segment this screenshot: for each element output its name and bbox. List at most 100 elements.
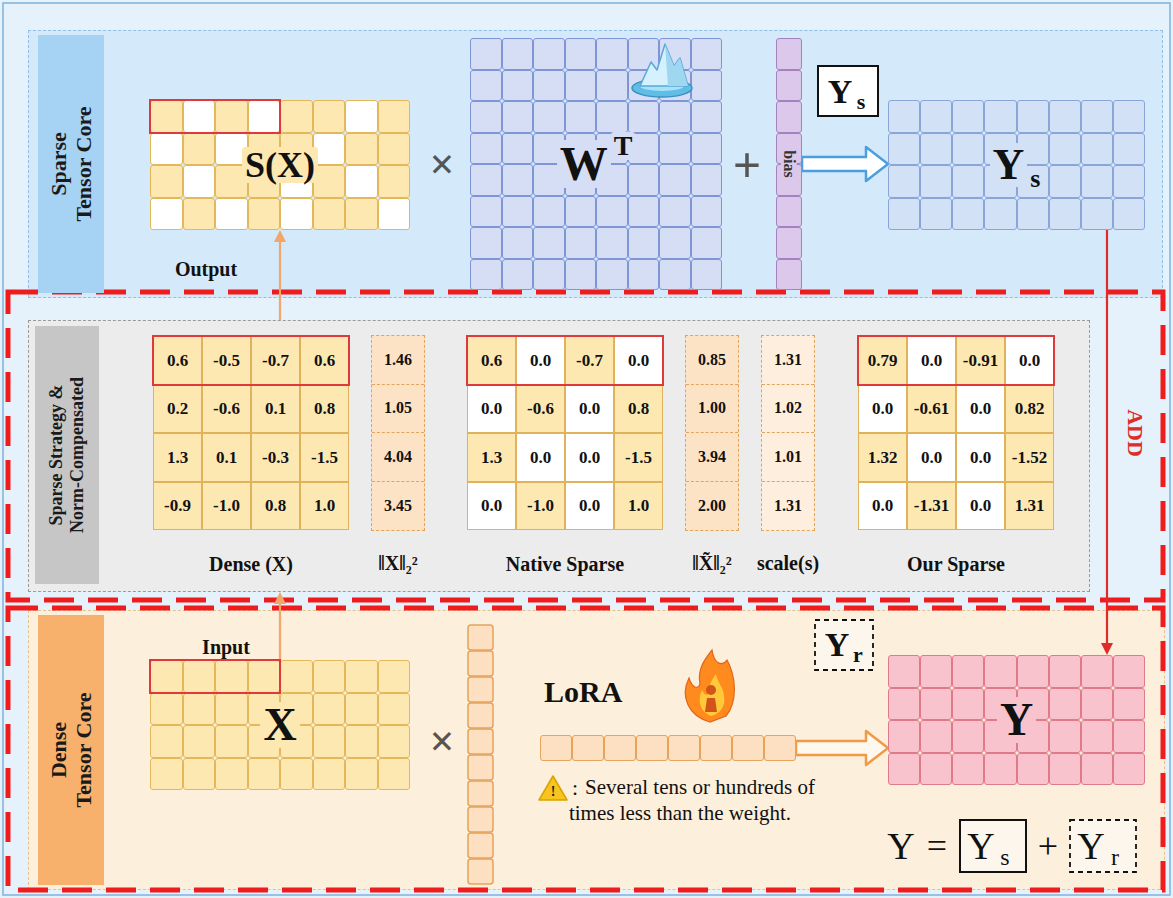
- matrix-cell: 0.6: [467, 336, 516, 385]
- matrix-cell: [1049, 165, 1081, 198]
- norm-value: 3.94: [686, 433, 738, 482]
- matrix-cell: [776, 196, 802, 228]
- matrix-cell: [596, 70, 628, 102]
- matrix-cell: [691, 38, 723, 70]
- matrix-cell: [183, 693, 216, 726]
- matrix-cell: [776, 259, 802, 291]
- dashed-symbol-box: [815, 620, 873, 670]
- matrix-cell: [776, 227, 802, 259]
- matrix-cell: [502, 70, 534, 102]
- node-label: X: [260, 702, 299, 748]
- matrix-cell: -1.52: [1005, 433, 1054, 482]
- norm-value: 4.04: [372, 433, 424, 482]
- matrix-cell: [378, 198, 411, 231]
- matrix-cell: [776, 101, 802, 133]
- matrix-cell: [565, 259, 597, 291]
- matrix-cell: [248, 198, 281, 231]
- matrix-cell: [470, 164, 502, 196]
- norm-value: 1.46: [372, 336, 424, 385]
- matrix-cell: [183, 198, 216, 231]
- matrix-cell: [952, 753, 984, 786]
- matrix-cell: 1.31: [1005, 482, 1054, 531]
- node-label: S(X): [242, 147, 318, 183]
- matrix-cell: [183, 165, 216, 198]
- matrix-cell: -0.7: [251, 336, 300, 385]
- bias-vector: bias: [776, 38, 802, 290]
- formula-symbol: Y: [1076, 824, 1106, 868]
- matrix-cell: -0.5: [202, 336, 251, 385]
- matrix-cell: [215, 100, 248, 133]
- matrix-cell: [1049, 198, 1081, 231]
- matrix-cell: [732, 735, 764, 761]
- matrix-cell: -1.5: [614, 433, 663, 482]
- matrix-cell: -1.0: [516, 482, 565, 531]
- edge-label: Output: [160, 256, 252, 282]
- connector-line: [279, 603, 281, 660]
- table-caption: Dense (X): [148, 548, 354, 580]
- matrix-cell: [1113, 100, 1145, 133]
- matrix-cell: [280, 198, 313, 231]
- matrix-cell: [1113, 688, 1145, 721]
- node-label: Y: [990, 143, 1028, 187]
- matrix-cell: [150, 693, 183, 726]
- matrix-cell: [345, 165, 378, 198]
- matrix-cell: [984, 100, 1016, 133]
- matrix-cell: -0.91: [956, 336, 1005, 385]
- matrix-cell: [183, 758, 216, 791]
- lora-up-vector: LoRA: [540, 735, 796, 761]
- connector-line: [1106, 230, 1108, 644]
- matrix-cell: 0.82: [1005, 385, 1054, 434]
- arrow-head: [274, 592, 286, 604]
- matrix-cell: [470, 101, 502, 133]
- matrix-cell: [345, 693, 378, 726]
- matrix-cell: 0.1: [202, 433, 251, 482]
- side-label: Dense Tensor Core: [46, 689, 97, 811]
- matrix-cell: [150, 100, 183, 133]
- matrix-cell: [183, 725, 216, 758]
- matrix-cell: [502, 38, 534, 70]
- norm-value: 2.00: [686, 482, 738, 531]
- red-dashed-region: [8, 608, 1163, 890]
- matrix-cell: [691, 227, 723, 259]
- matrix-cell: [888, 753, 920, 786]
- matrix-cell: -0.6: [516, 385, 565, 434]
- side-tab: Sparse Strategy & Norm-Compensated: [35, 326, 99, 584]
- matrix-cell: [470, 133, 502, 165]
- matrix-cell: 0.0: [516, 433, 565, 482]
- arrow-head: [274, 230, 286, 242]
- matrix-box: Ys: [888, 100, 1145, 230]
- matrix-cell: 0.0: [467, 482, 516, 531]
- matrix-cell: [502, 133, 534, 165]
- side-tab: Sparse Tensor Core: [38, 35, 104, 293]
- matrix-cell: [378, 133, 411, 166]
- connector-line: [279, 241, 281, 320]
- matrix-cell: [691, 259, 723, 291]
- matrix-cell: [1017, 198, 1049, 231]
- matrix-cell: [1081, 655, 1113, 688]
- matrix-cell: [533, 101, 565, 133]
- subscript: r: [849, 643, 867, 667]
- formula-symbol: +: [1030, 822, 1066, 870]
- matrix-cell: [183, 133, 216, 166]
- matrix-box: X: [150, 660, 410, 790]
- matrix-cell: [540, 735, 572, 761]
- matrix-cell: [1017, 655, 1049, 688]
- matrix-cell: [596, 38, 628, 70]
- node-label: s: [1027, 166, 1043, 192]
- matrix-cell: [1049, 655, 1081, 688]
- matrix-cell: [502, 259, 534, 291]
- matrix-cell: [313, 725, 346, 758]
- matrix-cell: [659, 133, 691, 165]
- matrix-cell: [150, 660, 183, 693]
- matrix-cell: 0.79: [858, 336, 907, 385]
- matrix-cell: [596, 227, 628, 259]
- connector: [802, 147, 888, 181]
- matrix-cell: [470, 259, 502, 291]
- matrix-cell: [565, 101, 597, 133]
- node-label: W: [557, 140, 611, 188]
- matrix-cell: [659, 101, 691, 133]
- matrix-cell: [565, 196, 597, 228]
- matrix-cell: [1017, 100, 1049, 133]
- matrix-cell: [1113, 165, 1145, 198]
- warning-note: Several tens or hundreds of times less t…: [545, 774, 815, 827]
